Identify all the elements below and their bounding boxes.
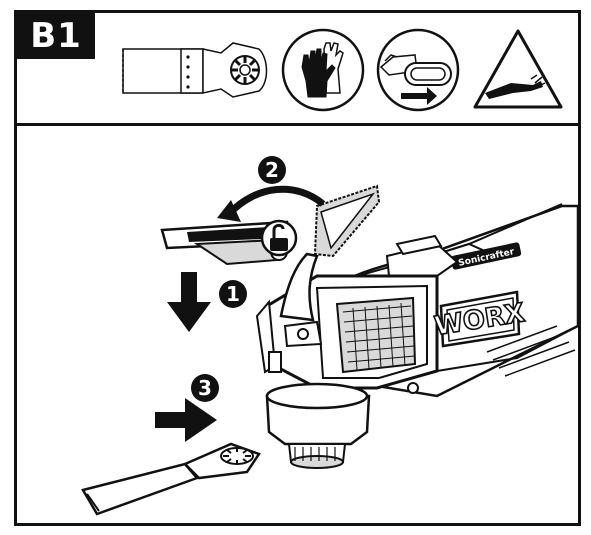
protective-gloves-icon bbox=[280, 27, 366, 113]
step-number-1: 1 bbox=[219, 280, 247, 308]
blade-change-illustration: Sonicrafter WORX bbox=[17, 126, 580, 523]
illustration-drawing: Sonicrafter WORX bbox=[81, 184, 580, 516]
header-row: B1 bbox=[17, 13, 578, 126]
step-number-2: 2 bbox=[258, 156, 286, 184]
instruction-panel: B1 bbox=[14, 10, 581, 526]
step-number-3: 3 bbox=[191, 374, 219, 402]
unplug-battery-icon bbox=[375, 27, 461, 113]
multi-tool-blade-icon bbox=[121, 39, 271, 101]
hot-surface-warning-icon bbox=[471, 27, 565, 113]
brand-logo: WORX bbox=[432, 298, 526, 342]
step-badge: B1 bbox=[17, 13, 95, 59]
